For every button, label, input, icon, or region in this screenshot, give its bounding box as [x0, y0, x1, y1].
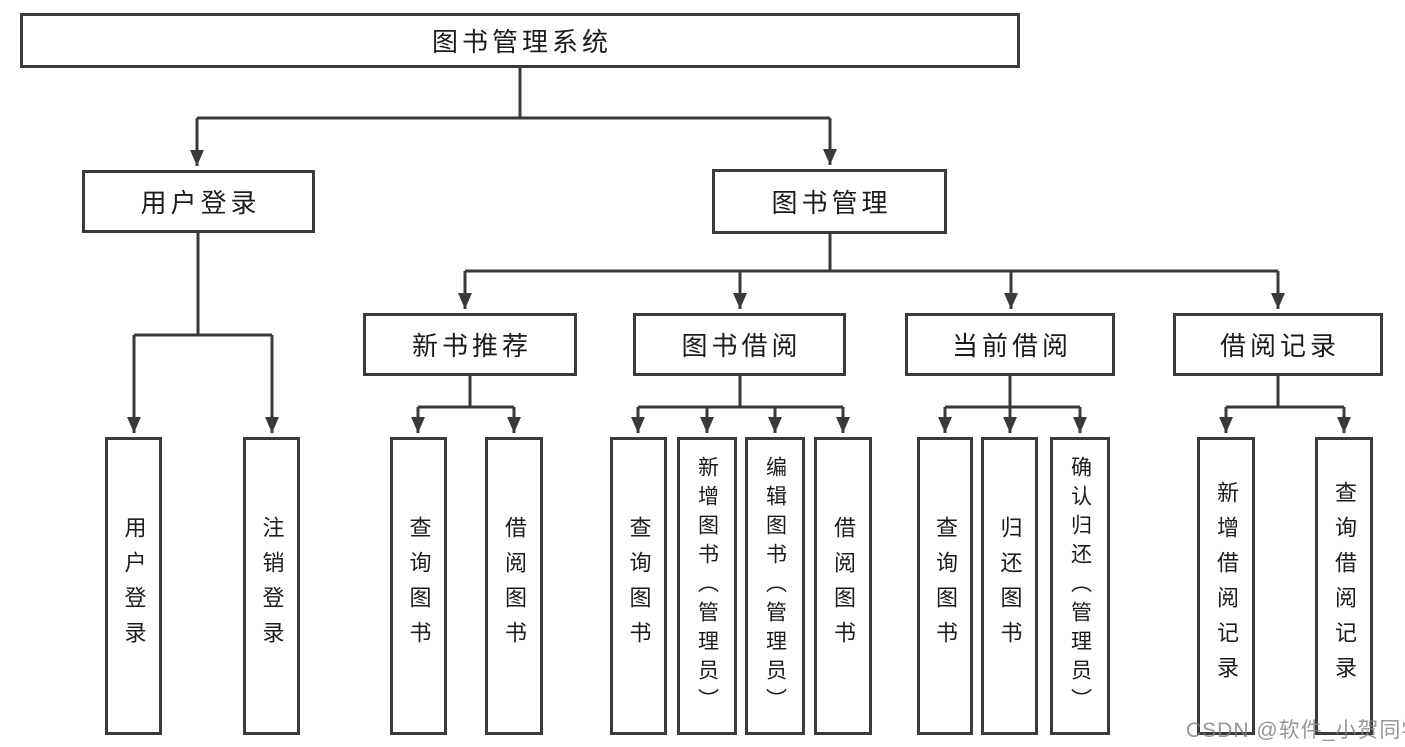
leaf-node-edit-books-admin: 编辑图书（管理员）	[745, 437, 805, 735]
leaf-node-return-books: 归还图书	[981, 437, 1038, 735]
leaf-node-query-books-borrow: 查询图书	[610, 437, 667, 735]
csdn-watermark: CSDN @软件_小贺同学	[1186, 719, 1405, 742]
leaf-node-user-login: 用户登录	[105, 437, 162, 735]
group-node-current-borrow: 当前借阅	[905, 313, 1115, 376]
leaf-node-borrow-books-recommend: 借阅图书	[485, 437, 543, 735]
leaf-node-borrow-books: 借阅图书	[814, 437, 872, 735]
branch-node-book-management: 图书管理	[712, 169, 947, 234]
leaf-node-query-borrow-record: 查询借阅记录	[1315, 437, 1373, 735]
leaf-node-confirm-return-admin: 确认归还（管理员）	[1050, 437, 1110, 735]
branch-node-user-login: 用户登录	[82, 170, 315, 233]
leaf-node-query-books-current: 查询图书	[917, 437, 973, 735]
group-node-borrow-records: 借阅记录	[1173, 313, 1383, 376]
root-node-library-system: 图书管理系统	[20, 13, 1020, 68]
leaf-node-add-borrow-record: 新增借阅记录	[1197, 437, 1255, 735]
leaf-node-logout: 注销登录	[243, 437, 300, 735]
leaf-node-query-books-recommend: 查询图书	[390, 437, 447, 735]
group-node-book-borrow: 图书借阅	[633, 313, 846, 376]
leaf-node-add-books-admin: 新增图书（管理员）	[677, 437, 737, 735]
group-node-new-book-recommend: 新书推荐	[363, 313, 577, 376]
